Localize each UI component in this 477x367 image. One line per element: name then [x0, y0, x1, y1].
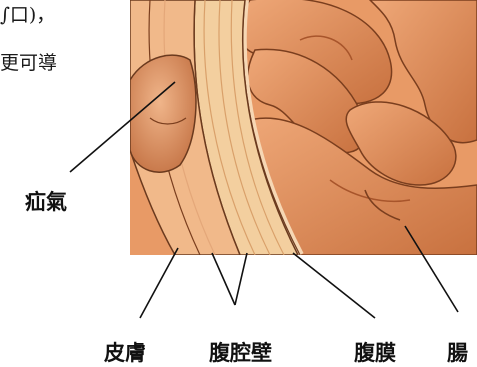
hernia-bulge	[130, 55, 196, 172]
abdominal-wall-pointer-line-left	[212, 253, 235, 305]
peritoneum-pointer-line	[293, 253, 375, 318]
label-abdominal-wall: 腹腔壁	[209, 337, 272, 367]
skin-pointer-line	[140, 248, 178, 318]
label-peritoneum: 腹膜	[354, 337, 396, 367]
abdominal-wall-pointer-line-right	[235, 253, 247, 305]
label-intestine: 腸	[447, 337, 468, 367]
label-skin: 皮膚	[104, 337, 146, 367]
label-hernia: 疝氣	[25, 186, 67, 216]
